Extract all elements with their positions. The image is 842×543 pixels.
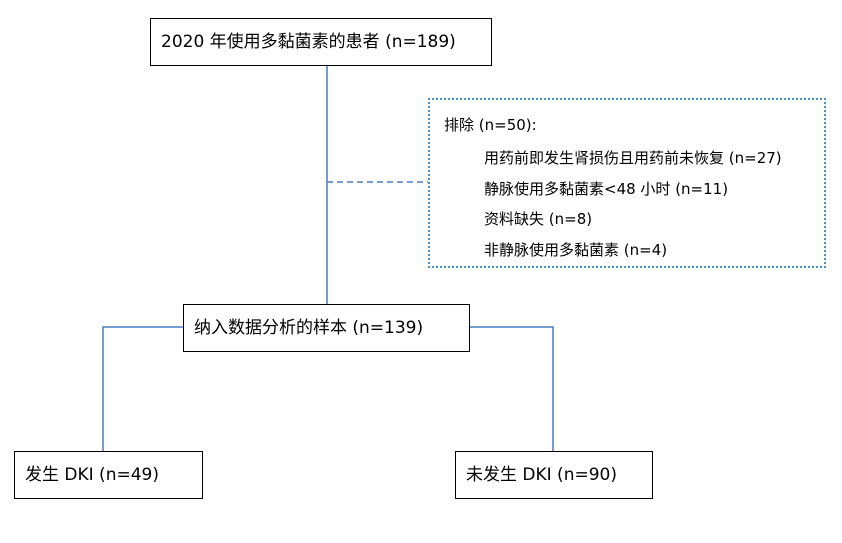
middle-box-label: 纳入数据分析的样本 (n=139) <box>194 317 424 338</box>
connector-middle-to-right <box>470 326 554 451</box>
connector-middle-to-left <box>102 326 183 451</box>
left-box-label: 发生 DKI (n=49) <box>25 464 159 485</box>
exclusion-box: 排除 (n=50): 用药前即发生肾损伤且用药前未恢复 (n=27) 静脉使用多… <box>428 98 826 268</box>
right-box-label: 未发生 DKI (n=90) <box>466 464 617 485</box>
exclusion-item: 非静脉使用多黏菌素 (n=4) <box>484 241 668 259</box>
right-box: 未发生 DKI (n=90) <box>455 451 653 499</box>
exclusion-item: 用药前即发生肾损伤且用药前未恢复 (n=27) <box>484 149 782 167</box>
exclusion-item: 资料缺失 (n=8) <box>484 210 593 228</box>
middle-box: 纳入数据分析的样本 (n=139) <box>183 304 470 352</box>
exclusion-item: 静脉使用多黏菌素<48 小时 (n=11) <box>484 180 729 198</box>
exclusion-header: 排除 (n=50): <box>444 116 537 134</box>
top-box: 2020 年使用多黏菌素的患者 (n=189) <box>150 18 492 66</box>
top-box-label: 2020 年使用多黏菌素的患者 (n=189) <box>161 31 456 52</box>
left-box: 发生 DKI (n=49) <box>14 451 203 499</box>
